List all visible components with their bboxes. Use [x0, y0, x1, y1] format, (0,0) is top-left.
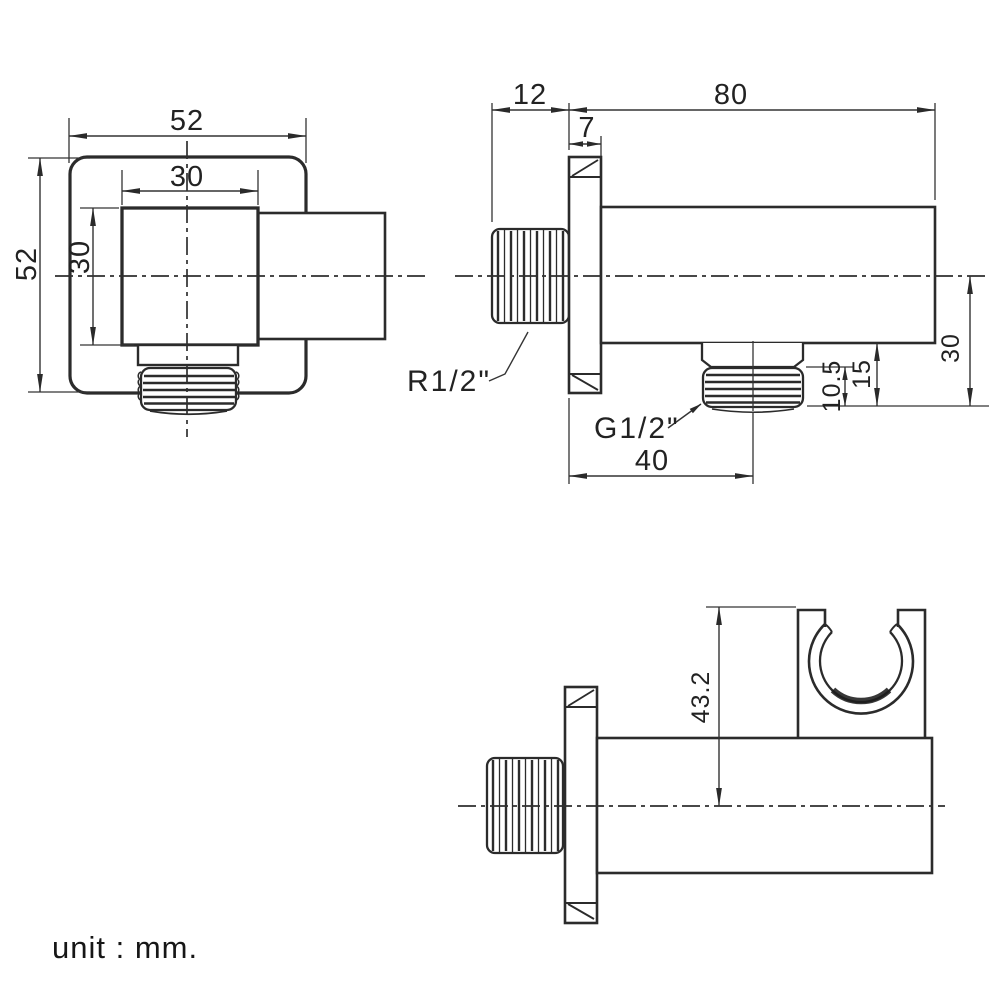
dim-inner-height-label: 30 [64, 240, 96, 274]
dim-outlet-protrusion: 15 [848, 342, 880, 407]
dim-front-height: 52 [11, 157, 90, 393]
body-side [599, 205, 937, 345]
side-view: 12 80 7 R1/2" G1/2" 40 [407, 79, 989, 484]
unit-note: unit : mm. [52, 930, 198, 965]
inlet-thread-label: R1/2" [407, 365, 491, 398]
shower-bracket [796, 608, 927, 738]
flange-bottom [563, 685, 599, 925]
dim-axis-to-bracket-top: 43.2 [687, 606, 796, 807]
bracket-view: 43.2 [458, 606, 945, 925]
dim-front-height-label: 52 [11, 247, 43, 281]
outlet-thread-side [701, 341, 805, 414]
bracket-c-ring-outer [807, 623, 915, 715]
outlet-thread-front [137, 366, 240, 416]
inlet-thread-callout: R1/2" [407, 331, 529, 398]
dim-body-length: 80 [568, 79, 936, 113]
dim-inner-width: 30 [121, 161, 259, 205]
dim-body-length-label: 80 [714, 79, 748, 111]
outlet-neck [136, 343, 240, 367]
outlet-thread-callout: G1/2" [594, 403, 702, 445]
dim-outlet-offset: 40 [568, 398, 754, 484]
inlet-thread-leader [488, 331, 529, 382]
dim-outlet-protrusion-label: 15 [848, 359, 876, 389]
dim-front-width-label: 52 [170, 105, 204, 137]
dim-flange-thickness: 7 [569, 112, 602, 156]
front-view: 52 52 30 30 [11, 105, 427, 437]
dim-outlet-offset-label: 40 [635, 445, 669, 477]
dim-inlet-thread-length-label: 12 [513, 79, 547, 111]
flange-side [567, 155, 603, 395]
dim-axis-to-outlet-end-label: 30 [937, 333, 965, 363]
dim-outlet-thread-length-label: 10.5 [818, 360, 846, 413]
outlet-thread-label: G1/2" [594, 412, 680, 445]
dim-outlet-thread-length: 10.5 [806, 360, 989, 413]
outlet-thread-leader [667, 403, 702, 429]
bracket-ring-shading [830, 687, 892, 705]
dim-axis-to-bracket-top-label: 43.2 [687, 671, 715, 724]
dim-flange-thickness-label: 7 [578, 112, 595, 144]
dim-inner-height: 30 [64, 207, 134, 346]
dim-axis-to-outlet-end: 30 [937, 275, 973, 407]
dim-inner-width-label: 30 [170, 161, 204, 193]
dim-front-width: 52 [68, 105, 307, 163]
